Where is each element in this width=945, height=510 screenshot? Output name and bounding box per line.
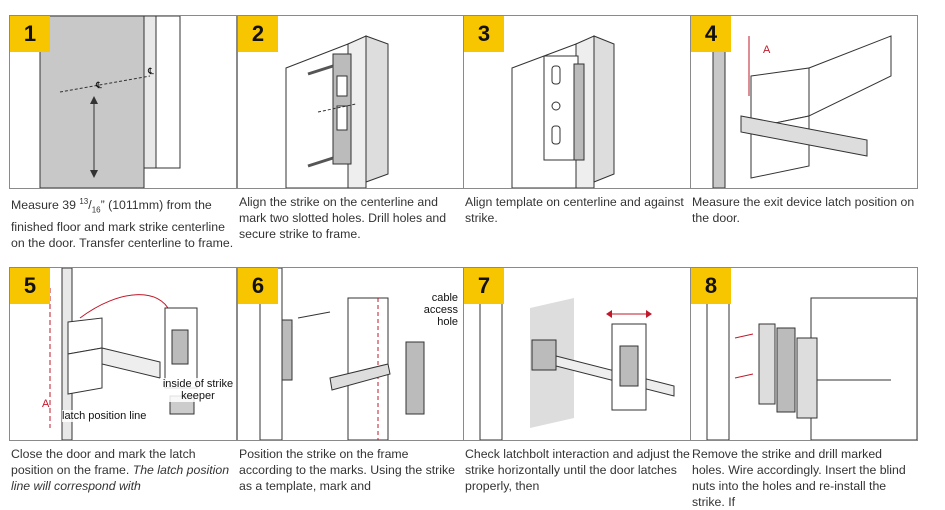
step-7: 7 Check latchbolt interaction and adjust… (463, 267, 691, 494)
step-5-caption: Close the door and mark the latch positi… (11, 447, 230, 493)
step-8: 8 Remove the strike and drill marked hol… (690, 267, 918, 510)
dimension-label-a: A (763, 44, 771, 56)
dimension-label-a: A (42, 398, 50, 410)
step-number-badge: 4 (691, 16, 731, 52)
step-2-caption: Align the strike on the centerline and m… (239, 195, 447, 241)
step-3: 3 Align template on centerline and again… (463, 15, 691, 226)
position-strike-drawing (259, 268, 425, 440)
latch-position-line-label: latch position line (62, 410, 147, 422)
strike-align-drawing (285, 35, 389, 188)
step-number-badge: 3 (464, 16, 504, 52)
step-7-caption: Check latchbolt interaction and adjust t… (465, 447, 690, 493)
step-4-illustration: 4 A (690, 15, 918, 189)
step-1-illustration: 1 ℄ ℄ (9, 15, 237, 189)
step-number-badge: 1 (10, 16, 50, 52)
step-7-illustration: 7 (463, 267, 691, 441)
step-2: 2 Align the strike on the centerline and… (237, 15, 465, 242)
adjust-strike-drawing (479, 268, 675, 440)
step-8-illustration: 8 (690, 267, 918, 441)
step-number-badge: 8 (691, 268, 731, 304)
step-3-caption: Align template on centerline and against… (465, 195, 684, 225)
svg-text:℄: ℄ (147, 66, 154, 76)
step-6: 6 cable access hole Position the strike … (237, 267, 465, 494)
step-2-illustration: 2 (237, 15, 465, 189)
step-6-caption: Position the strike on the frame accordi… (239, 447, 455, 493)
step-number-badge: 5 (10, 268, 50, 304)
step-number-badge: 6 (238, 268, 278, 304)
step-4-caption: Measure the exit device latch position o… (692, 195, 915, 225)
step-1-caption: Measure 39 13/16” (1011mm) from the fini… (11, 197, 234, 250)
step-8-caption: Remove the strike and drill marked holes… (692, 447, 906, 509)
step-number-badge: 7 (464, 268, 504, 304)
template-align-drawing (511, 35, 615, 188)
door-centerline-drawing: ℄ ℄ (39, 16, 181, 188)
step-3-illustration: 3 (463, 15, 691, 189)
inside-strike-keeper-label: inside of strike keeper (160, 378, 236, 402)
step-4: 4 A Measure the exit device latch positi… (690, 15, 918, 226)
step-6-illustration: 6 cable access hole (237, 267, 465, 441)
step-5: 5 inside of strike keeper latch position… (9, 267, 237, 494)
reinstall-strike-drawing (706, 268, 917, 440)
cable-access-hole-label: cable access hole (406, 292, 458, 328)
step-number-badge: 2 (238, 16, 278, 52)
step-1: 1 ℄ ℄ Measure 39 13/16” (1011mm) from th… (9, 15, 237, 251)
svg-text:℄: ℄ (95, 80, 102, 90)
step-5-illustration: 5 inside of strike keeper latch position… (9, 267, 237, 441)
measure-latch-drawing (712, 16, 892, 188)
